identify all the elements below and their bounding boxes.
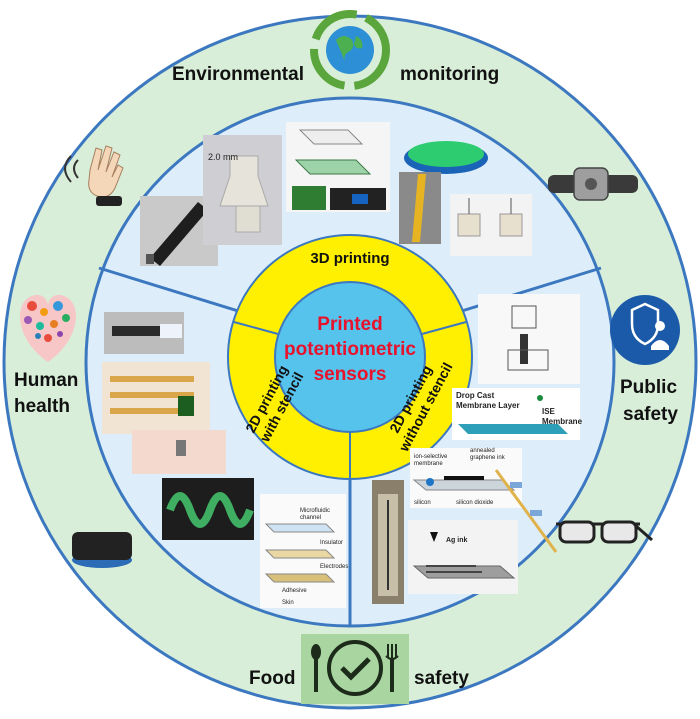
heart-health-icon — [20, 294, 76, 362]
wrist-device-icon — [548, 167, 638, 201]
label-public-safety: safety — [623, 404, 678, 425]
label-silicon: silicon — [414, 500, 431, 506]
ise-membrane-image: Drop Cast Membrane Layer ISE Membrane — [452, 388, 583, 440]
label-membrane-layer: Membrane Layer — [456, 401, 520, 410]
paper-device-schematic — [478, 294, 580, 384]
layer-stack-diagram: Microfluidic channel Insulator Electrode… — [260, 494, 348, 608]
label-human: Human — [14, 370, 78, 391]
label-annealed: annealed — [470, 448, 495, 454]
label-ag-ink: Ag ink — [446, 537, 467, 544]
recycle-globe-icon — [310, 10, 390, 90]
label-ise-membrane: Membrane — [542, 417, 583, 426]
label-ise: ISE — [542, 407, 556, 416]
ring-label-3d-printing: 3D printing — [310, 250, 389, 267]
label-environmental: Environmental — [172, 64, 304, 85]
label-monitoring: monitoring — [400, 64, 499, 85]
needle-sensor-image — [494, 469, 558, 553]
band-display-value: 120 — [90, 541, 112, 556]
label-skin: Skin — [282, 600, 294, 606]
divider-left — [98, 266, 262, 320]
label-drop-cast: Drop Cast — [456, 391, 495, 400]
yellow-rod-image — [399, 172, 441, 244]
label-public: Public — [620, 377, 677, 398]
label-food: Food — [249, 668, 295, 689]
label-microfluidic: Microfluidic — [300, 508, 330, 514]
food-plate-icon — [301, 634, 409, 704]
hand-gesture-icon — [64, 145, 124, 206]
label-ion-selective: ion-selective — [414, 454, 448, 460]
cone-print-image: 2.0 mm — [203, 135, 282, 245]
stencil-electrodes-image — [102, 362, 210, 434]
graphene-schematic: ion-selective membrane annealed graphene… — [410, 448, 522, 508]
ring-divider-left — [233, 321, 279, 335]
serpentine-sensor-photo — [162, 478, 254, 540]
label-membrane: membrane — [414, 461, 443, 467]
center-title-line1: Printed — [317, 314, 382, 335]
label-channel: channel — [300, 515, 321, 521]
shield-person-icon — [610, 295, 680, 365]
smart-band-icon: ♥ 120 — [72, 532, 132, 568]
cube-sensor-image — [450, 194, 532, 256]
label-silicon-dioxide: silicon dioxide — [456, 500, 494, 506]
label-insulator: Insulator — [320, 540, 343, 546]
center-title-line2: potentiometric — [284, 339, 416, 360]
ring-divider-right — [421, 321, 467, 335]
label-adhesive: Adhesive — [282, 588, 307, 594]
sensor-strip-photo — [104, 312, 184, 354]
smart-glasses-icon — [556, 520, 653, 544]
vial-photo — [372, 480, 404, 604]
inkjet-print-schematic: Ag ink — [408, 520, 518, 594]
center-title-line3: sensors — [314, 364, 387, 385]
label-electrodes: Electrodes — [320, 564, 348, 570]
skin-patch-photo — [132, 430, 226, 474]
scale-label: 2.0 mm — [208, 152, 238, 162]
label-graphene-ink: graphene ink — [470, 455, 506, 461]
label-food-safety: safety — [414, 668, 469, 689]
divider-right — [438, 266, 602, 320]
svg-text:♥: ♥ — [76, 543, 81, 553]
label-health: health — [14, 396, 70, 417]
3d-device-schematic — [286, 122, 390, 212]
green-disc-image — [404, 141, 488, 174]
center-disc — [274, 281, 426, 433]
